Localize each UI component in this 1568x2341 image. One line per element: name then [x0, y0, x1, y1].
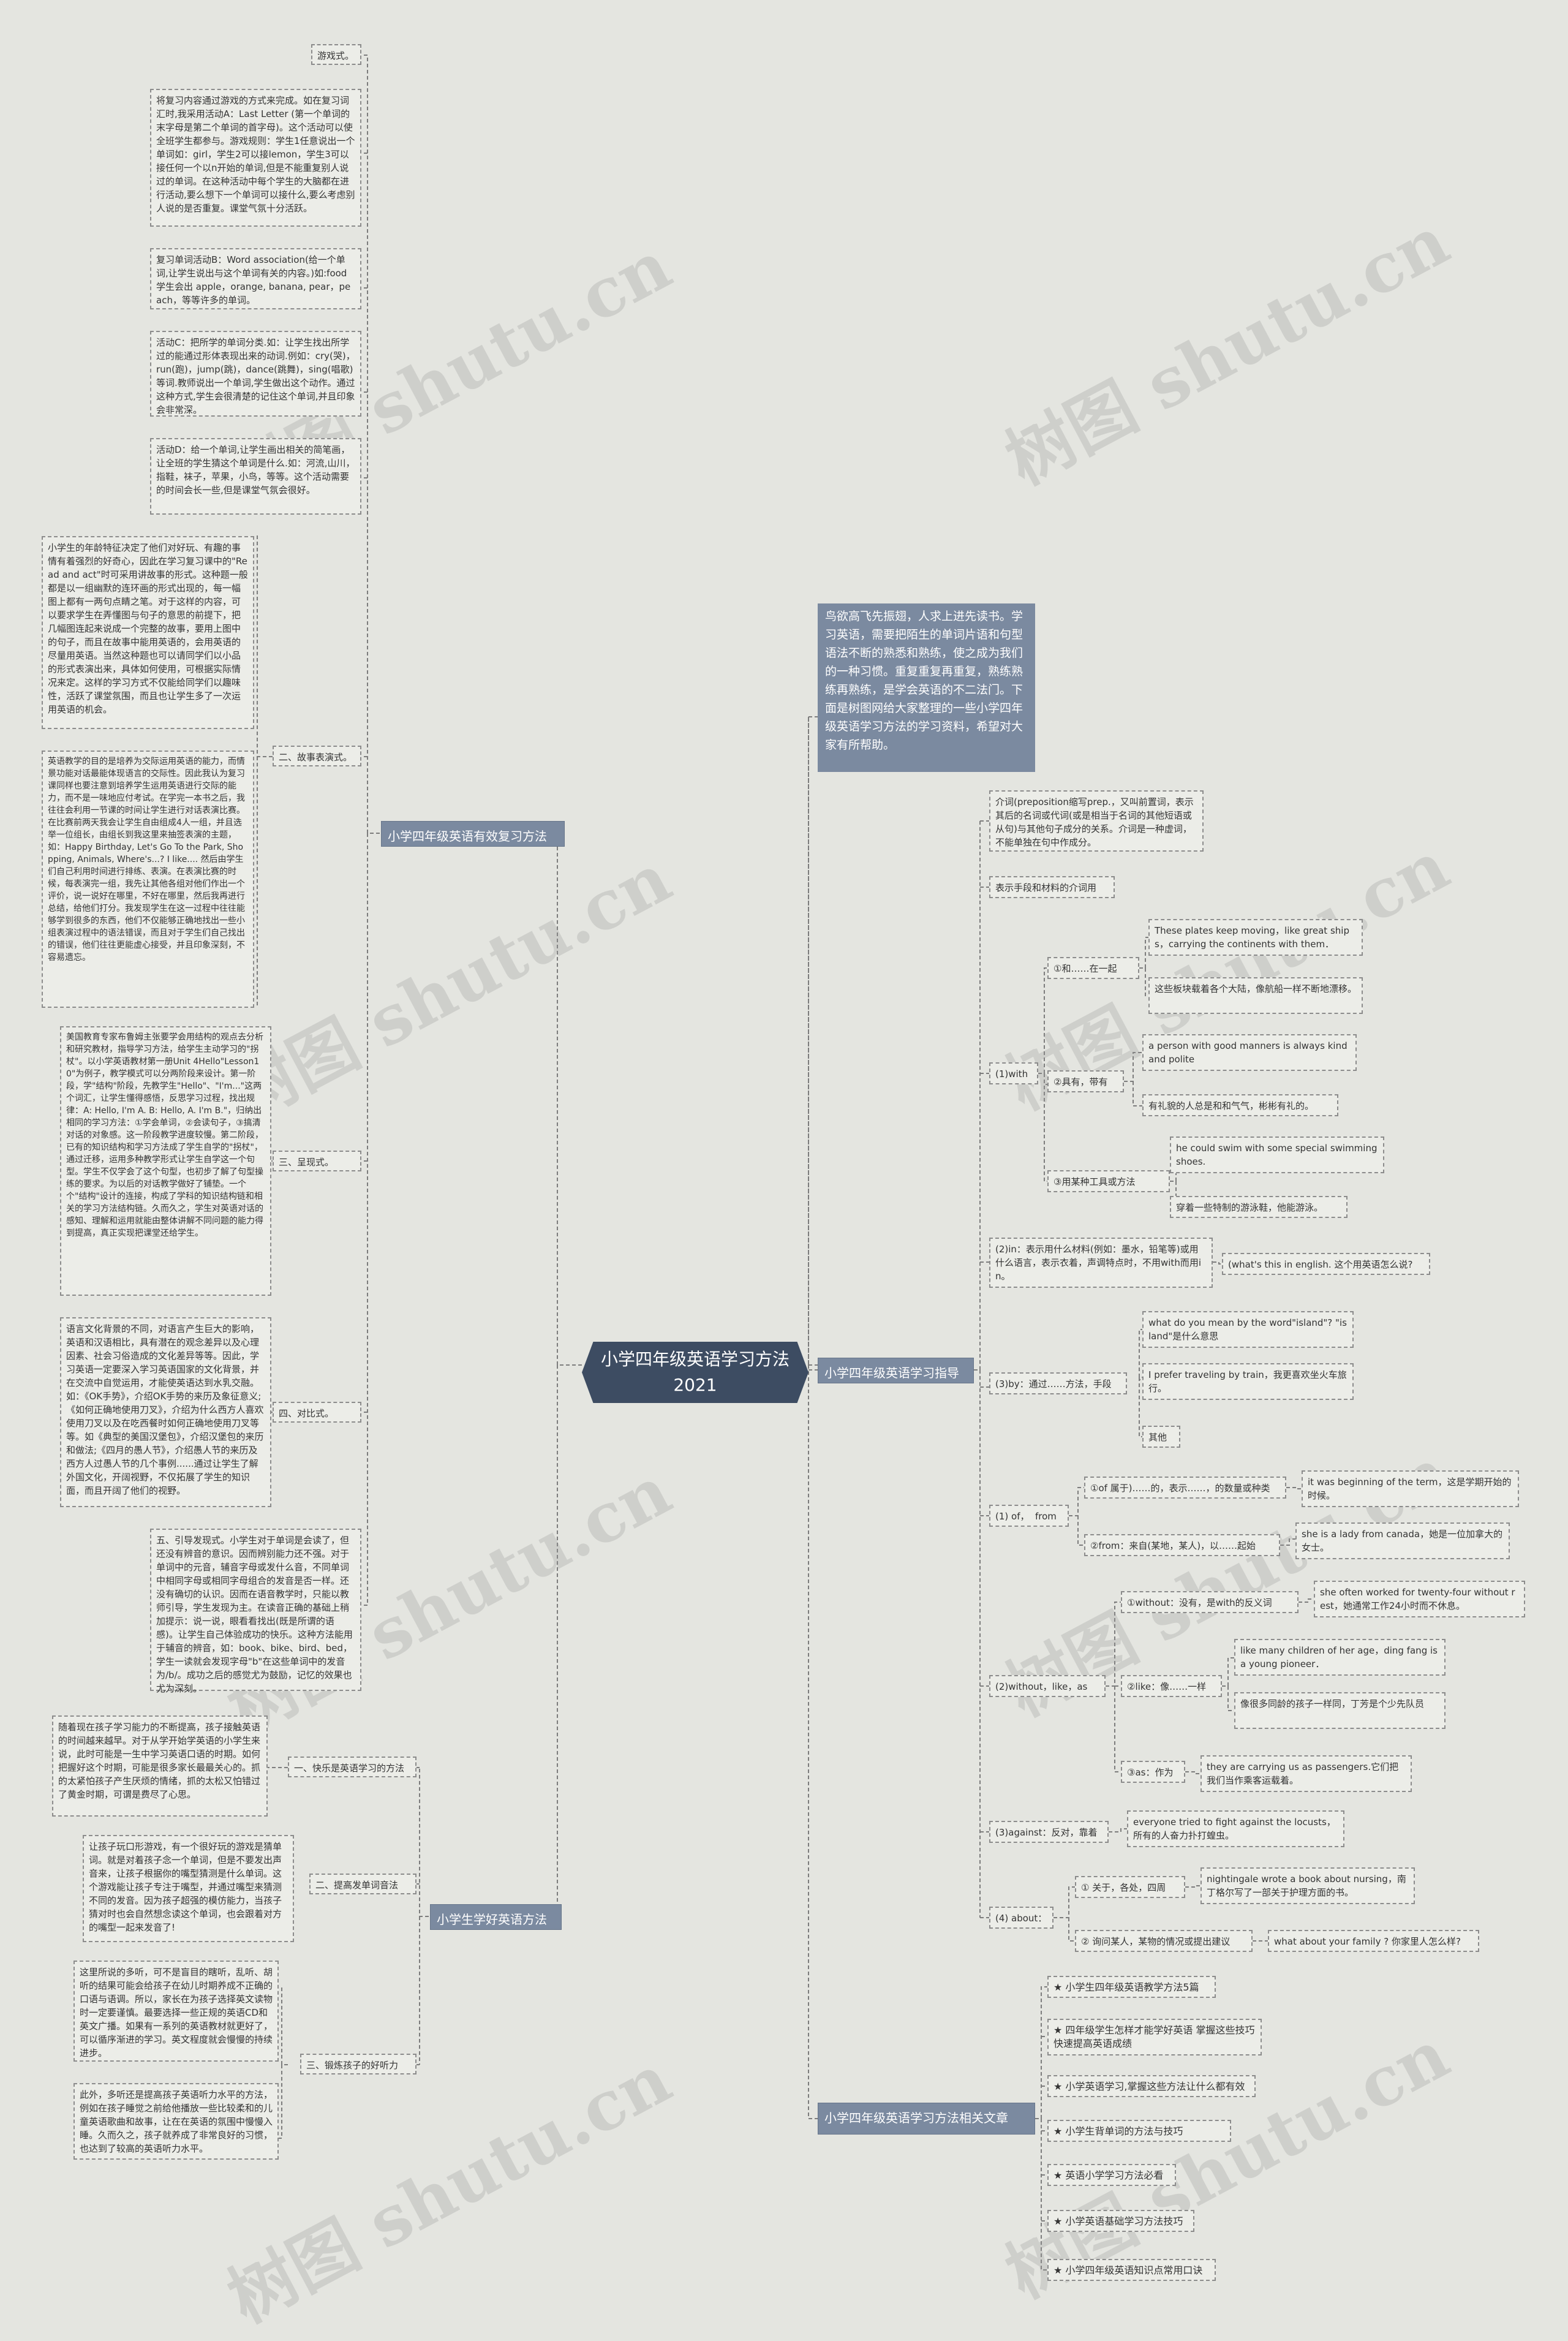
related-article-2[interactable]: ★ 四年级学生怎样才能学好英语 掌握这些技巧快速提高英语成绩 [1047, 2019, 1262, 2055]
guide-about-1-example: nightingale wrote a book about nursing，南… [1200, 1867, 1415, 1904]
guide-as-example: they are carrying us as passengers.它们把我们… [1200, 1755, 1412, 1792]
related-article-6[interactable]: ★ 小学英语基础学习方法技巧 [1047, 2210, 1194, 2232]
review-activity-a: 将复习内容通过游戏的方式来完成。如在复习词汇时,我采用活动A：Last Lett… [150, 89, 361, 227]
review-activity-d: 活动D：给一个单词,让学生画出相关的简笔画，让全班的学生猜这个单词是什么.如：河… [150, 438, 361, 515]
guide-with-2-en: a person with good manners is always kin… [1142, 1034, 1357, 1071]
guide-without-like-as-label[interactable]: (2)without，like，as [989, 1675, 1106, 1697]
guide-about-2-example: what about your family ? 你家里人怎么样? [1268, 1930, 1479, 1952]
guide-of-1-label[interactable]: ①of 属于)……的，表示……，的数量或种类 [1084, 1477, 1286, 1499]
guide-with-3-en: he could swim with some special swimming… [1170, 1136, 1384, 1173]
guide-of-1-example: it was beginning of the term，这是学期开始的时候。 [1302, 1470, 1519, 1507]
review-story-text: 小学生的年龄特征决定了他们对好玩、有趣的事情有着强烈的好奇心，因此在学习复习课中… [42, 536, 254, 729]
guide-about-1-label[interactable]: ① 关于，各处，四周 [1075, 1876, 1185, 1898]
review-compare-label[interactable]: 四、对比式。 [273, 1402, 361, 1423]
intro-summary[interactable]: 鸟欲高飞先振翅，人求上进先读书。学习英语，需要把陌生的单词片语和句型语法不断的熟… [818, 603, 1035, 772]
branch-related[interactable]: 小学四年级英语学习方法相关文章 [818, 2103, 1035, 2135]
review-activity-c: 活动C：把所学的单词分类.如：让学生找出所学过的能通过形体表现出来的动词.例如：… [150, 331, 361, 417]
guide-prep-usage[interactable]: 表示手段和材料的介词用 [989, 876, 1115, 898]
review-compare-text: 美国教育专家布鲁姆主张要学会用结构的观点去分析和研究教材，指导学习方法，给学生主… [60, 1026, 271, 1296]
guide-without-example: she often worked for twenty-four without… [1314, 1581, 1525, 1617]
good-happy-text: 随着现在孩子学习能力的不断提高，孩子接触英语的时间越来越早。对于从学开始学英语的… [52, 1715, 268, 1817]
guide-with-2-zh: 有礼貌的人总是和和气气，彬彬有礼的。 [1142, 1094, 1338, 1116]
good-listen-text-1: 这里所说的多听，可不是盲目的瞎听，乱听、胡听的结果可能会给孩子在幼儿时期养成不正… [74, 1961, 279, 2062]
good-listen-text-2: 此外，多听还是提高孩子英语听力水平的方法，例如在孩子睡觉之前给他播放一些比较柔和… [74, 2083, 279, 2160]
review-activity-b: 复习单词活动B：Word association(给一个单词,让学生说出与这个单… [150, 248, 361, 309]
branch-good-methods[interactable]: 小学生学好英语方法 [430, 1904, 562, 1930]
branch-guide[interactable]: 小学四年级英语学习指导 [818, 1358, 974, 1383]
guide-against-example: everyone tried to fight against the locu… [1127, 1810, 1344, 1847]
review-cross-culture-text: 语言文化背景的不同，对语言产生巨大的影响，英语和汉语相比，具有潜在的观念差异以及… [60, 1317, 271, 1507]
guide-by-ex-2: I prefer traveling by train，我更喜欢坐火车旅行。 [1142, 1363, 1354, 1400]
guide-with-1-zh: 这些板块载着各个大陆，像航船一样不断地漂移。 [1148, 977, 1363, 1014]
guide-without-label[interactable]: ①without：没有，是with的反义词 [1121, 1591, 1298, 1613]
review-story-label[interactable]: 二、故事表演式。 [273, 746, 361, 766]
branch-review[interactable]: 小学四年级英语有效复习方法 [381, 821, 565, 847]
guide-with-1-en: These plates keep moving，like great ship… [1148, 919, 1363, 956]
guide-with-2-label[interactable]: ②具有，带有 [1047, 1070, 1124, 1092]
guide-as-label[interactable]: ③as：作为 [1121, 1761, 1185, 1783]
related-article-4[interactable]: ★ 小学生背单词的方法与技巧 [1047, 2120, 1231, 2142]
good-word-text: 让孩子玩口形游戏，有一个很好玩的游戏是猜单词。就是对着孩子念一个单词，但是不要发… [83, 1835, 294, 1942]
guide-about-2-label[interactable]: ② 询问某人，某物的情况或提出建议 [1075, 1930, 1253, 1952]
guide-preposition-def: 介词(preposition缩写prep.，又叫前置词，表示其后的名词或代词(或… [989, 790, 1204, 852]
guide-about-label[interactable]: (4) about： [989, 1907, 1054, 1929]
review-show-label[interactable]: 三、呈现式。 [273, 1151, 361, 1171]
related-article-5[interactable]: ★ 英语小学学习方法必看 [1047, 2164, 1176, 2186]
good-word-label[interactable]: 二、提高发单词音法 [309, 1874, 417, 1894]
guide-in-label[interactable]: (2)in：表示用什么材料(例如：墨水，铅笔等)或用什么语言，表示衣着，声调特点… [989, 1238, 1213, 1288]
guide-like-zh: 像很多同龄的孩子一样同，丁芳是个少先队员 [1234, 1692, 1446, 1729]
guide-with-1-label[interactable]: ①和……在一起 [1047, 957, 1139, 979]
root-topic[interactable]: 小学四年级英语学习方法2021 [582, 1342, 809, 1403]
guide-by-ex-1: what do you mean by the word"island"? "i… [1142, 1311, 1354, 1348]
guide-by-ex-3: 其他 [1142, 1426, 1180, 1448]
good-listen-label[interactable]: 三、锻炼孩子的好听力 [300, 2054, 417, 2074]
guide-with-3-label[interactable]: ③用某种工具或方法 [1047, 1170, 1170, 1192]
good-happy-label[interactable]: 一、快乐是英语学习的方法 [288, 1757, 417, 1777]
review-phonics-text: 五、引导发现式。小学生对于单词是会读了，但还没有辨音的意识。因而辨别能力还不强。… [150, 1529, 361, 1694]
related-article-7[interactable]: ★ 小学四年级英语知识点常用口诀 [1047, 2259, 1216, 2281]
guide-against-label[interactable]: (3)against：反对，靠着 [989, 1821, 1109, 1843]
guide-like-label[interactable]: ②like：像……一样 [1121, 1675, 1222, 1697]
guide-from-label[interactable]: ②from：来自(某地，某人)，以……起始 [1084, 1534, 1280, 1556]
review-show-text: 英语教学的目的是培养为交际运用英语的能力，而情景功能对话最能体现语言的交际性。因… [42, 751, 254, 1008]
guide-in-example: (what's this in english. 这个用英语怎么说? [1222, 1253, 1430, 1275]
review-game-tail: 游戏式。 [311, 44, 361, 65]
guide-by-label[interactable]: (3)by：通过……方法，手段 [989, 1372, 1127, 1394]
guide-with-label[interactable]: (1)with [989, 1062, 1038, 1084]
guide-like-en: like many children of her age，ding fang … [1234, 1639, 1446, 1676]
guide-with-3-zh: 穿着一些特制的游泳鞋，他能游泳。 [1170, 1196, 1348, 1218]
related-article-3[interactable]: ★ 小学英语学习,掌握这些方法让什么都有效 [1047, 2075, 1256, 2097]
related-article-1[interactable]: ★ 小学生四年级英语教学方法5篇 [1047, 1976, 1216, 1998]
guide-of-from-label[interactable]: (1) of， from [989, 1505, 1069, 1527]
guide-from-example: she is a lady from canada，她是一位加拿大的女士。 [1295, 1522, 1510, 1559]
